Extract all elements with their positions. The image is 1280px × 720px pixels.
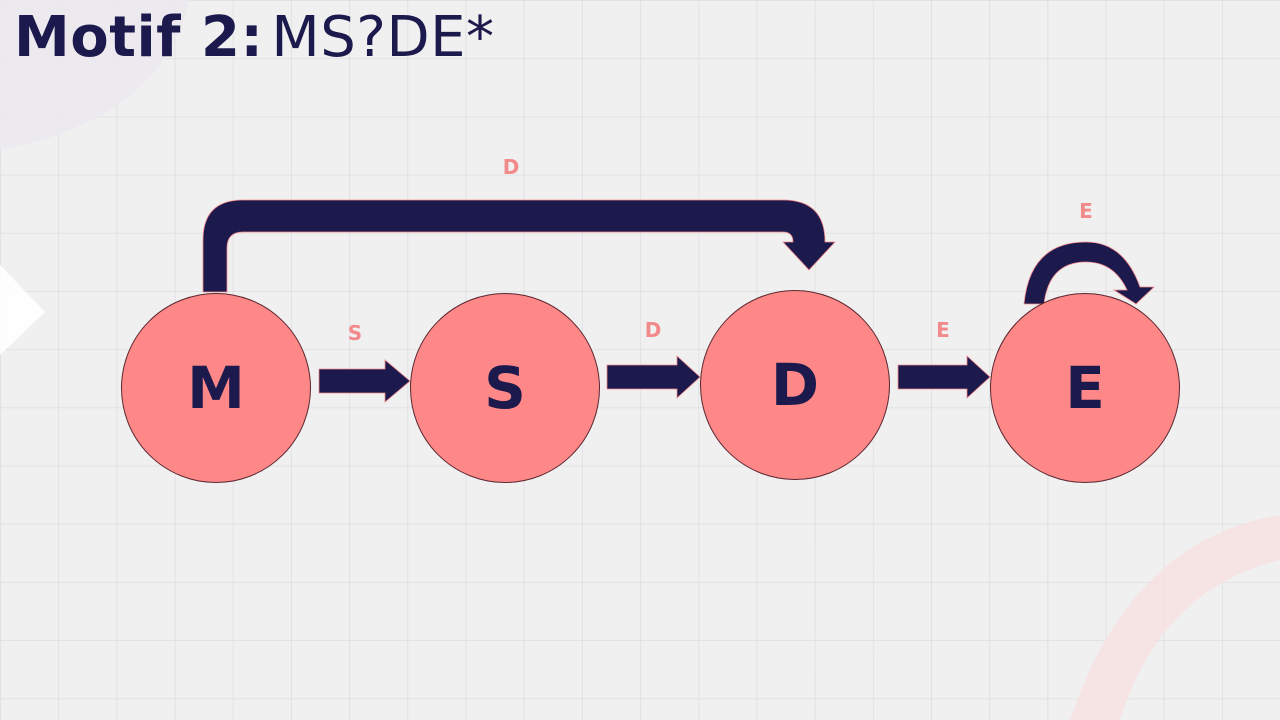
edge-label-m-d: D xyxy=(502,155,520,179)
slide-title: Motif 2:MS?DE* xyxy=(14,6,494,70)
arrow-d-to-e xyxy=(897,355,991,399)
node-m: M xyxy=(121,293,311,483)
arrow-m-to-d-skip xyxy=(202,199,836,293)
node-d-label: D xyxy=(770,351,820,419)
edge-label-d-e: E xyxy=(936,318,950,342)
edge-label-e-e: E xyxy=(1079,199,1093,223)
arrow-s-to-d xyxy=(606,355,701,399)
arrow-m-to-s xyxy=(318,359,411,403)
node-s-label: S xyxy=(484,354,526,422)
node-s: S xyxy=(410,293,600,483)
title-prefix: Motif 2: xyxy=(14,5,264,70)
edge-label-s-d: D xyxy=(644,318,662,342)
node-m-label: M xyxy=(187,354,245,422)
edge-label-m-s: S xyxy=(347,321,363,345)
node-e: E xyxy=(990,293,1180,483)
title-pattern: MS?DE* xyxy=(271,5,495,70)
node-d: D xyxy=(700,290,890,480)
node-e-label: E xyxy=(1065,354,1105,422)
